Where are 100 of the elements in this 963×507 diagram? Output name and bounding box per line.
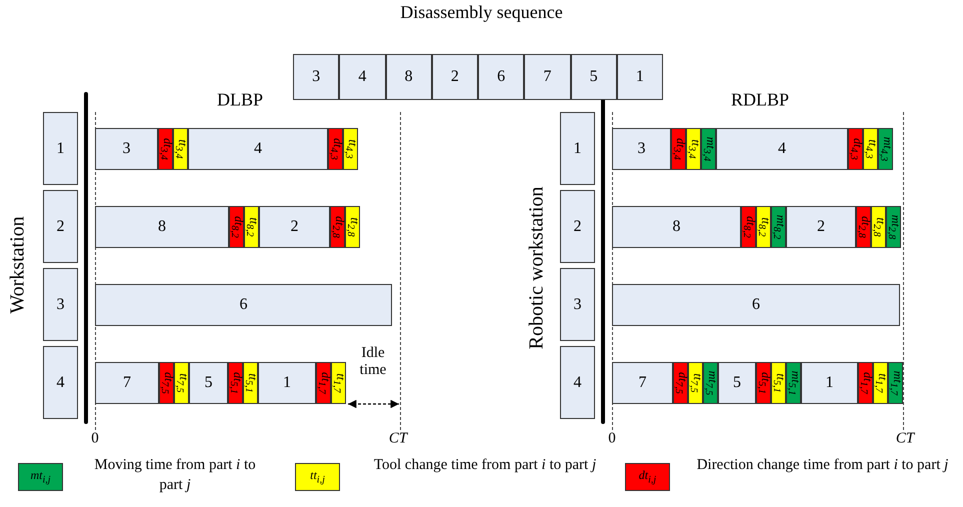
axis-title: Workstation xyxy=(6,216,30,314)
cell-label: 2 xyxy=(56,218,64,236)
cell-label: 4 xyxy=(574,374,582,392)
moving-time-segment xyxy=(703,362,718,404)
cell-label: 1 xyxy=(636,68,644,86)
direction-change-segment xyxy=(159,362,174,404)
part-segment xyxy=(718,362,756,404)
part-segment xyxy=(786,206,856,248)
part-segment xyxy=(95,284,392,326)
part-segment xyxy=(612,362,673,404)
direction-change-segment xyxy=(330,206,345,248)
sequence-cell xyxy=(524,54,570,100)
legend-text: Tool change time from part i to part j xyxy=(372,456,598,475)
cell-label: 7 xyxy=(638,374,646,392)
axis-tick-label: 0 xyxy=(608,430,616,448)
tool-change-segment xyxy=(756,206,771,248)
legend-text: Direction change time from part i to part j xyxy=(696,456,950,475)
cell-label: 4 xyxy=(778,140,786,158)
tool-change-segment xyxy=(244,206,259,248)
part-segment xyxy=(612,128,671,170)
part-segment xyxy=(258,362,316,404)
cell-label: 2 xyxy=(290,218,298,236)
tool-change-segment xyxy=(871,206,886,248)
direction-change-segment xyxy=(858,362,873,404)
part-segment xyxy=(801,362,858,404)
workstation-box xyxy=(560,112,595,185)
legend-text: Moving time from part i to part j xyxy=(93,456,257,494)
direction-change-segment xyxy=(228,362,243,404)
part-segment xyxy=(612,284,900,326)
moving-time-segment xyxy=(888,362,903,404)
part-segment xyxy=(189,362,228,404)
direction-change-segment xyxy=(316,362,331,404)
cell-label: 4 xyxy=(56,374,64,392)
cell-label: 8 xyxy=(672,218,680,236)
part-segment xyxy=(612,206,741,248)
tool-change-segment xyxy=(331,362,346,404)
workstation-box xyxy=(560,346,595,419)
cell-label: 1 xyxy=(826,374,834,392)
cell-label: 8 xyxy=(404,68,413,86)
cell-label: 4 xyxy=(254,140,262,158)
cell-label: 2 xyxy=(817,218,825,236)
part-segment xyxy=(716,128,848,170)
tool-change-segment xyxy=(343,128,358,170)
workstation-box xyxy=(560,268,595,341)
direction-change-segment xyxy=(856,206,871,248)
cell-label: 4 xyxy=(358,68,366,86)
workstation-box xyxy=(43,112,78,185)
sequence-cell xyxy=(478,54,524,100)
workstation-box xyxy=(560,190,595,263)
tool-change-segment xyxy=(873,362,888,404)
direction-change-segment xyxy=(328,128,343,170)
tool-change-segment xyxy=(771,362,786,404)
part-segment xyxy=(95,206,229,248)
sequence-cell xyxy=(339,54,386,100)
cell-label: 3 xyxy=(638,140,646,158)
moving-time-segment xyxy=(771,206,786,248)
legend-symbol: mt$_{i,j}$ xyxy=(30,468,51,486)
direction-change-segment xyxy=(673,362,688,404)
moving-time-segment xyxy=(701,128,716,170)
part-segment xyxy=(259,206,330,248)
direction-change-segment xyxy=(671,128,686,170)
diagram-title: Disassembly sequence xyxy=(399,1,564,24)
panel-heading: DLBP xyxy=(217,90,263,110)
direction-change-segment xyxy=(158,128,173,170)
legend-symbol: dt$_{i,j}$ xyxy=(638,468,656,486)
cell-label: 2 xyxy=(450,68,459,86)
tool-change-segment xyxy=(243,362,258,404)
cell-label: 5 xyxy=(204,374,212,392)
moving-time-segment xyxy=(886,206,901,248)
tool-change-segment xyxy=(863,128,878,170)
tool-change-segment xyxy=(173,128,188,170)
cell-label: 6 xyxy=(497,68,506,86)
tool-change-segment xyxy=(174,362,189,404)
tool-change-segment xyxy=(345,206,360,248)
panel-heading: RDLBP xyxy=(730,90,790,110)
axis-tick-label: 0 xyxy=(91,430,99,448)
cell-label: 8 xyxy=(158,218,166,236)
cell-label: 3 xyxy=(574,296,582,314)
cell-label: 7 xyxy=(123,374,131,392)
axis-tick-label: CT xyxy=(388,430,408,448)
workstation-box xyxy=(43,268,78,341)
tool-change-segment xyxy=(688,362,703,404)
cell-label: 5 xyxy=(590,68,598,86)
cell-label: 1 xyxy=(283,374,291,392)
legend-symbol: tt$_{i,j}$ xyxy=(310,468,325,486)
tool-change-segment xyxy=(686,128,701,170)
direction-change-segment xyxy=(848,128,863,170)
cell-label: 1 xyxy=(56,140,64,158)
cell-label: 3 xyxy=(122,140,130,158)
cell-label: 3 xyxy=(56,296,64,314)
cell-label: 2 xyxy=(574,218,582,236)
cell-label: 6 xyxy=(240,296,248,314)
cell-label: 3 xyxy=(312,68,320,86)
direction-change-segment xyxy=(741,206,756,248)
sequence-cell xyxy=(386,54,432,100)
workstation-box xyxy=(43,190,78,263)
sequence-cell xyxy=(432,54,478,100)
axis-tick-label: CT xyxy=(896,430,914,448)
cell-label: 5 xyxy=(733,374,741,392)
direction-change-segment xyxy=(229,206,244,248)
